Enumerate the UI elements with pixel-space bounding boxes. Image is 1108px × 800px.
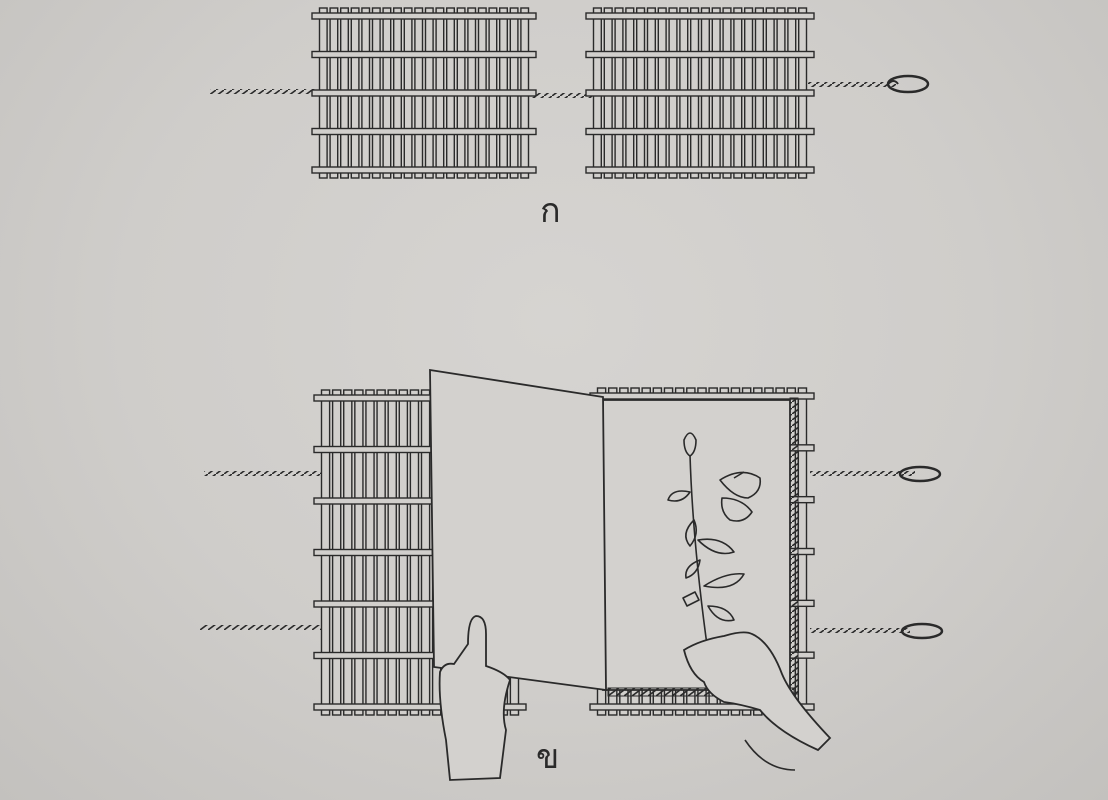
rope-b — [200, 465, 944, 640]
right-hand — [682, 631, 832, 752]
lattice-frame-a-left — [311, 7, 537, 179]
left-hand — [438, 615, 512, 781]
rope-a — [210, 74, 930, 98]
figure-b-open-press — [200, 368, 944, 781]
figure-a-closed-press — [210, 7, 930, 179]
lattice-frame-a-right — [585, 7, 815, 179]
figure-label-b: ข — [536, 737, 560, 777]
lifted-paper-sheet — [429, 368, 607, 692]
figure-label-a: ก — [540, 191, 561, 231]
